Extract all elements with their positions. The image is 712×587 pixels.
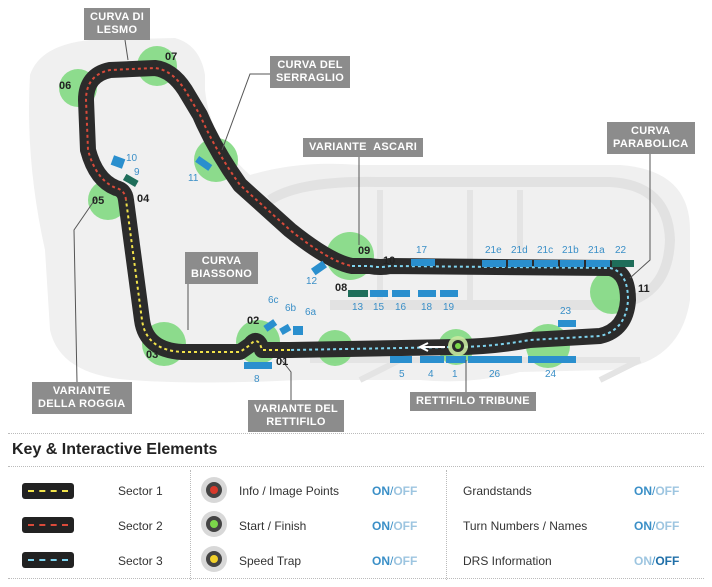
- grandstand-number: 24: [545, 369, 557, 380]
- key-column-divider: [190, 470, 191, 580]
- grandstand-number: 6b: [285, 303, 297, 314]
- grandstand-number: 21a: [588, 245, 605, 256]
- turn-number: 07: [165, 51, 178, 63]
- grandstand-number: 11: [188, 173, 199, 184]
- start-finish-marker[interactable]: [448, 336, 468, 356]
- sector-2-swatch: [22, 517, 74, 533]
- grandstand-number: 18: [421, 302, 433, 313]
- grandstand-number: 13: [352, 302, 364, 313]
- turn-number: 04: [137, 193, 150, 205]
- label-curva-biassono[interactable]: CURVA BIASSONO: [185, 252, 259, 284]
- turn-number: 02: [247, 315, 260, 327]
- toggle-off[interactable]: OFF: [393, 484, 418, 498]
- grandstand-number: 8: [254, 374, 260, 385]
- label-curva-parabolica[interactable]: CURVA PARABOLICA: [607, 122, 695, 154]
- grandstand-number: 6c: [268, 295, 279, 306]
- speed-trap-icon: [201, 546, 227, 572]
- key-top-divider: [8, 433, 704, 434]
- grandstands-toggle[interactable]: ON/OFF: [634, 484, 680, 498]
- grandstand-number: 5: [399, 369, 405, 380]
- grandstand-number: 22: [615, 245, 627, 256]
- start-finish-label: Start / Finish: [239, 519, 307, 533]
- info-point-icon: [201, 477, 227, 503]
- turn-number: 03: [146, 349, 159, 361]
- turn-number: 10: [383, 255, 396, 267]
- sector-3-label: Sector 3: [118, 554, 163, 568]
- sector-1-label: Sector 1: [118, 484, 163, 498]
- speed-trap-label: Speed Trap: [239, 554, 302, 568]
- grandstand-number: 12: [306, 276, 318, 287]
- grandstand-number: 21c: [537, 245, 554, 256]
- grandstand-number: 21b: [562, 245, 579, 256]
- toggle-on[interactable]: ON: [372, 554, 390, 568]
- turn-number: 09: [358, 245, 371, 257]
- drs-information-toggle[interactable]: ON/OFF: [634, 554, 680, 568]
- grandstand-number: 17: [416, 245, 428, 256]
- grandstands-label: Grandstands: [463, 484, 532, 498]
- label-curva-del-serraglio[interactable]: CURVA DEL SERRAGLIO: [270, 56, 351, 88]
- speed-trap-toggle[interactable]: ON/OFF: [372, 554, 418, 568]
- info-points-toggle[interactable]: ON/OFF: [372, 484, 418, 498]
- info-points-label: Info / Image Points: [239, 484, 340, 498]
- grandstand-number: 6a: [305, 307, 317, 318]
- toggle-off[interactable]: OFF: [655, 519, 680, 533]
- toggle-on[interactable]: ON: [634, 484, 652, 498]
- grandstand-number: 4: [428, 369, 434, 380]
- grandstand-number: 23: [560, 306, 572, 317]
- sector-3-line: [289, 264, 630, 351]
- drs-information-label: DRS Information: [463, 554, 552, 568]
- grandstands[interactable]: [110, 155, 634, 369]
- sector-1-swatch: [22, 483, 74, 499]
- label-variante-ascari[interactable]: VARIANTE ASCARI: [303, 138, 424, 157]
- grandstand-number: 10: [126, 153, 138, 164]
- toggle-on[interactable]: ON: [372, 519, 390, 533]
- label-curva-di-lesmo[interactable]: CURVA DI LESMO: [84, 8, 151, 40]
- start-arrow: [417, 342, 445, 352]
- toggle-on[interactable]: ON: [634, 554, 652, 568]
- circuit-map: [29, 38, 690, 400]
- toggle-on[interactable]: ON: [634, 519, 652, 533]
- old-oval: [267, 176, 676, 310]
- grandstand-number: 16: [395, 302, 407, 313]
- turn-numbers-label: Turn Numbers / Names: [463, 519, 588, 533]
- turn-numbers-toggle[interactable]: ON/OFF: [634, 519, 680, 533]
- key-bottom-divider: [8, 578, 704, 579]
- sector-2-label: Sector 2: [118, 519, 163, 533]
- grandstand-number: 21e: [485, 245, 502, 256]
- toggle-off[interactable]: OFF: [655, 554, 680, 568]
- label-rettifilo-tribune[interactable]: RETTIFILO TRIBUNE: [410, 392, 536, 411]
- key-title-divider: [8, 466, 704, 467]
- toggle-off[interactable]: OFF: [393, 519, 418, 533]
- toggle-off[interactable]: OFF: [393, 554, 418, 568]
- turn-number: 01: [276, 356, 289, 368]
- turn-number: 08: [335, 282, 348, 294]
- key-title: Key & Interactive Elements: [12, 441, 218, 458]
- grandstand-number: 9: [134, 167, 140, 178]
- label-variante-del-rettifilo[interactable]: VARIANTE DEL RETTIFILO: [248, 400, 345, 432]
- toggle-on[interactable]: ON: [372, 484, 390, 498]
- grandstand-number: 19: [443, 302, 455, 313]
- grandstand-number: 1: [452, 369, 458, 380]
- start-finish-icon: [201, 511, 227, 537]
- sector-3-swatch: [22, 552, 74, 568]
- grandstand-number: 15: [373, 302, 385, 313]
- key-column-divider: [446, 470, 447, 580]
- turn-number: 11: [638, 283, 650, 295]
- grandstand-number: 21d: [511, 245, 528, 256]
- turn-number: 05: [92, 195, 105, 207]
- toggle-off[interactable]: OFF: [655, 484, 680, 498]
- grandstand-number: 26: [489, 369, 501, 380]
- turn-number: 06: [59, 80, 72, 92]
- label-variante-della-roggia[interactable]: VARIANTE DELLA ROGGIA: [32, 382, 132, 414]
- start-finish-toggle[interactable]: ON/OFF: [372, 519, 418, 533]
